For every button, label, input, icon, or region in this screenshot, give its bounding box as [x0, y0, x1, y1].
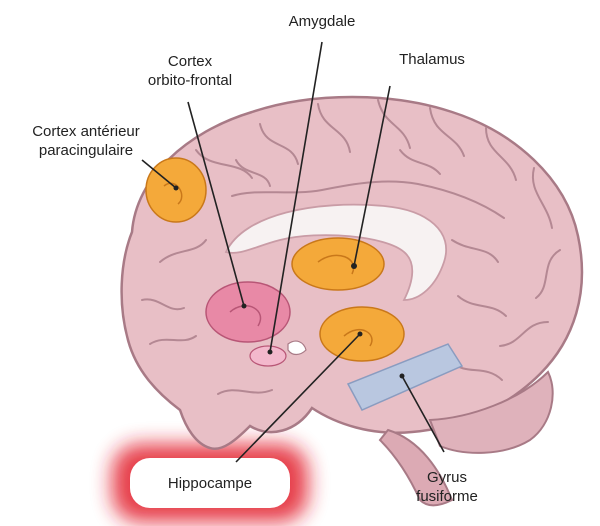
label-thalamus-text: Thalamus	[382, 50, 482, 69]
label-hippocampe-text: Hippocampe	[150, 474, 270, 493]
label-gyrus-fusiforme-line2: fusiforme	[404, 487, 490, 506]
label-thalamus: Thalamus	[382, 50, 482, 69]
label-cortex-orbito-frontal-line1: Cortex	[124, 52, 256, 71]
label-amygdale: Amygdale	[270, 12, 374, 31]
amygdale-region	[250, 346, 286, 366]
label-cortex-anterieur-paracingulaire: Cortex antérieur paracingulaire	[6, 122, 166, 160]
label-cortex-orbito-frontal: Cortex orbito-frontal	[124, 52, 256, 90]
label-gyrus-fusiforme-line1: Gyrus	[404, 468, 490, 487]
label-amygdale-text: Amygdale	[270, 12, 374, 31]
label-hippocampe: Hippocampe	[150, 474, 270, 493]
label-cortex-anterieur-line1: Cortex antérieur	[6, 122, 166, 141]
label-gyrus-fusiforme: Gyrus fusiforme	[404, 468, 490, 506]
label-cortex-anterieur-line2: paracingulaire	[6, 141, 166, 160]
thalamus-region	[292, 238, 384, 290]
label-cortex-orbito-frontal-line2: orbito-frontal	[124, 71, 256, 90]
